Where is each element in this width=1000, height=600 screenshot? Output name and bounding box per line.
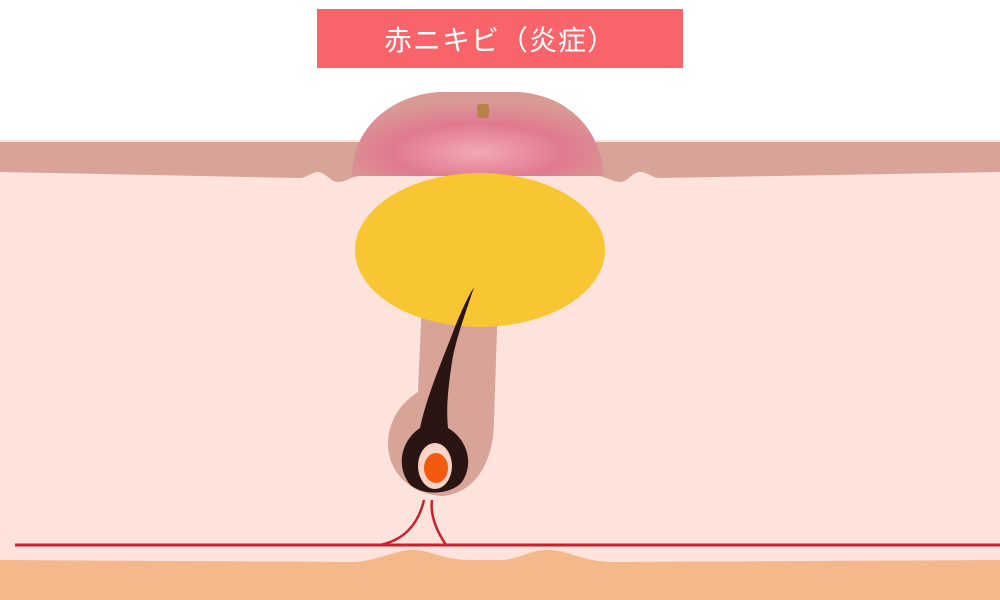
dermal-papilla (424, 453, 448, 483)
blood-vessel-branch (430, 499, 448, 546)
epidermis-left (0, 142, 360, 182)
epidermis-right (596, 142, 1000, 182)
page-title: 赤ニキビ（炎症） (383, 23, 616, 57)
pore-opening (477, 104, 489, 118)
subcutaneous-layer (0, 549, 1000, 600)
hair-shaft (401, 287, 474, 493)
blood-vessel-branch (379, 499, 426, 547)
sebum-pocket (355, 173, 605, 327)
inflamed-bump (352, 92, 604, 176)
title-banner: 赤ニキビ（炎症） (317, 9, 683, 68)
